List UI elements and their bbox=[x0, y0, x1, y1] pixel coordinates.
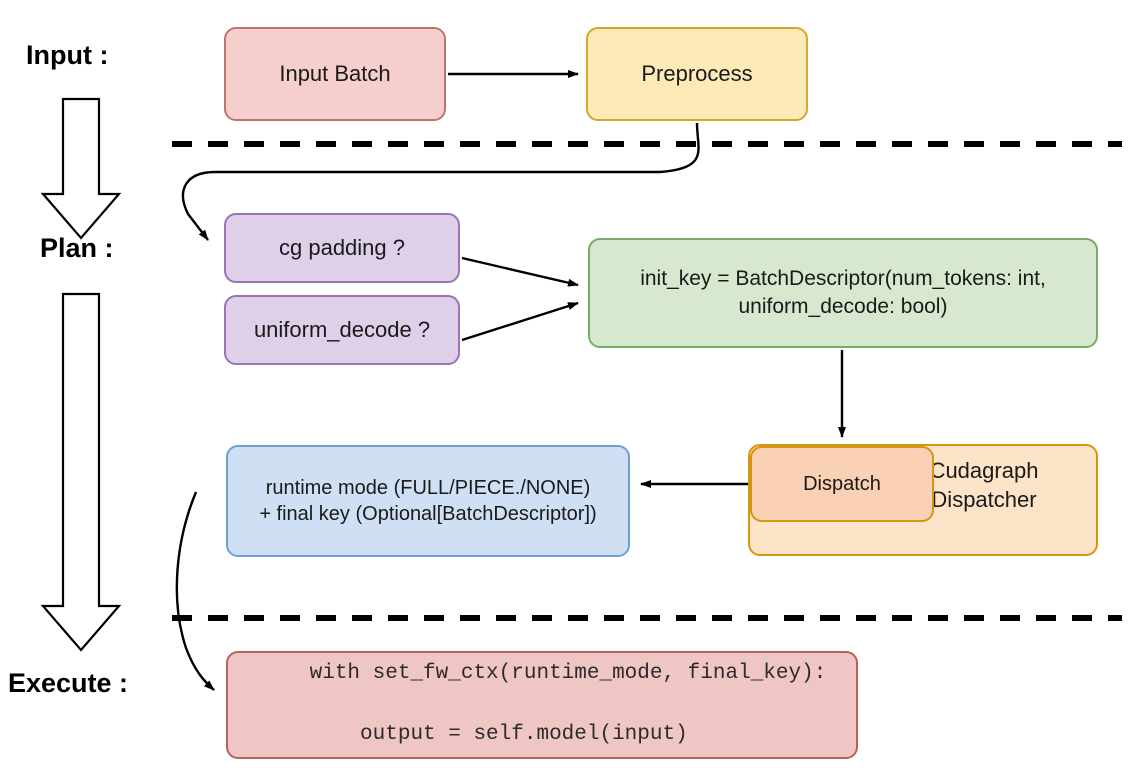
node-runtime-mode-text: runtime mode (FULL/PIECE./NONE) + final … bbox=[259, 475, 596, 528]
node-preprocess[interactable]: Preprocess bbox=[586, 27, 808, 121]
node-preprocess-label: Preprocess bbox=[641, 61, 753, 87]
stage-label-execute: Execute : bbox=[8, 668, 129, 698]
node-cg-padding-label: cg padding ? bbox=[279, 235, 405, 261]
stage-label-input: Input : bbox=[26, 40, 109, 70]
node-init-key-line1: init_key = BatchDescriptor(num_tokens: i… bbox=[640, 267, 1046, 291]
node-init-key-line2: uniform_decode: bool) bbox=[738, 295, 948, 318]
node-dispatch-label: Dispatch bbox=[803, 472, 881, 495]
node-cg-padding[interactable]: cg padding ? bbox=[224, 213, 460, 283]
edge-uniform-decode-to-init-key bbox=[461, 301, 579, 342]
stage-arrow-input-to-plan bbox=[40, 97, 122, 240]
edge-runtime-mode-to-code bbox=[175, 491, 215, 691]
node-runtime-mode-line1: runtime mode (FULL/PIECE./NONE) bbox=[265, 476, 591, 499]
node-execute-code[interactable]: with set_fw_ctx(runtime_mode, final_key)… bbox=[226, 651, 858, 759]
code-line-1: with set_fw_ctx(runtime_mode, final_key)… bbox=[309, 662, 827, 686]
node-cudagraph-dispatcher-text: Cudagraph Dispatcher bbox=[894, 456, 1074, 514]
node-input-batch[interactable]: Input Batch bbox=[224, 27, 446, 121]
node-runtime-mode-line2: + final key (Optional[BatchDescriptor]) bbox=[259, 503, 597, 525]
node-input-batch-label: Input Batch bbox=[279, 61, 391, 87]
code-block: with set_fw_ctx(runtime_mode, final_key)… bbox=[234, 629, 827, 770]
stage-label-plan: Plan : bbox=[40, 233, 114, 263]
node-cudagraph-dispatcher-line1: Cudagraph bbox=[929, 458, 1039, 483]
node-dispatch[interactable]: Dispatch bbox=[750, 446, 934, 522]
stage-arrow-plan-to-execute bbox=[40, 292, 122, 652]
node-uniform-decode[interactable]: uniform_decode ? bbox=[224, 295, 460, 365]
node-runtime-mode[interactable]: runtime mode (FULL/PIECE./NONE) + final … bbox=[226, 445, 630, 557]
node-init-key-text: init_key = BatchDescriptor(num_tokens: i… bbox=[640, 265, 1046, 320]
node-uniform-decode-label: uniform_decode ? bbox=[253, 317, 431, 343]
node-init-key[interactable]: init_key = BatchDescriptor(num_tokens: i… bbox=[588, 238, 1098, 348]
node-cudagraph-dispatcher-line2: Dispatcher bbox=[931, 487, 1037, 513]
edge-cg-padding-to-init-key bbox=[461, 256, 579, 287]
code-line-2: output = self.model(input) bbox=[309, 723, 688, 747]
